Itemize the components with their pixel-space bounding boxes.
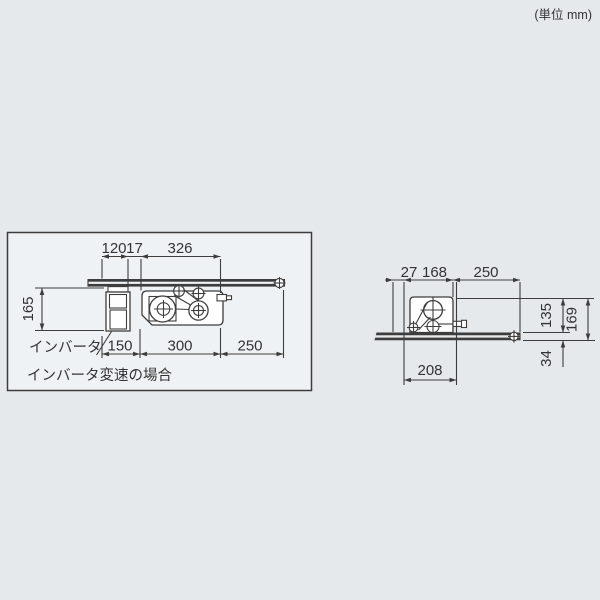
- dim-250-right: 250: [473, 264, 498, 281]
- output-shaft: [216, 293, 228, 302]
- rail: [87, 277, 286, 289]
- dim-150: 150: [107, 338, 132, 355]
- right-diagram: 27 168 250 135 169 34 208: [374, 264, 595, 385]
- left-caption: インバータ変速の場合: [27, 367, 172, 384]
- dim-120: 120: [101, 240, 126, 257]
- unit-note: (単位 mm): [534, 7, 592, 22]
- motor-unit: [141, 284, 233, 326]
- leader-line: [96, 331, 112, 356]
- dim-168: 168: [422, 264, 447, 281]
- dim-169: 169: [564, 307, 581, 332]
- left-diagram: 120 17 326 165 150 300: [6, 231, 313, 392]
- dimension-top-right: 27 168 250: [385, 264, 521, 385]
- dimension-165: 165: [20, 287, 104, 332]
- dim-300: 300: [167, 338, 192, 355]
- dim-326: 326: [167, 240, 192, 257]
- inverter-unit: [105, 286, 131, 332]
- side-output-shaft: [452, 320, 463, 328]
- dim-250-left: 250: [237, 338, 262, 355]
- dim-135: 135: [538, 303, 555, 328]
- side-rail: [374, 330, 521, 343]
- side-motor-unit: [407, 296, 468, 335]
- dimension-top-left: 120 17 326: [101, 240, 222, 293]
- inverter-label: インバータ: [29, 339, 102, 356]
- dim-27: 27: [401, 264, 418, 281]
- dimension-right-side: 135 169 34: [456, 297, 595, 367]
- dimension-bottom-right: 208: [404, 362, 457, 383]
- dim-34: 34: [538, 350, 555, 367]
- dim-208: 208: [417, 362, 442, 379]
- dim-17: 17: [126, 240, 143, 257]
- dim-165: 165: [20, 296, 37, 321]
